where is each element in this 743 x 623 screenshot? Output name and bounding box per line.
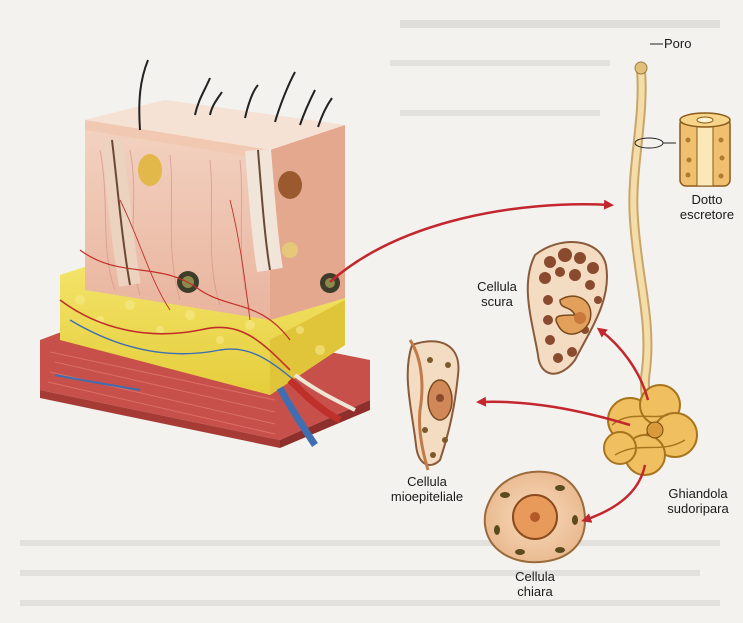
- dark-cell: [528, 242, 607, 374]
- label-scura-line1: Cellula: [462, 279, 532, 294]
- label-dotto-line1: Dotto: [672, 192, 742, 207]
- label-chiara-line1: Cellula: [500, 569, 570, 584]
- arrows: [330, 204, 648, 520]
- label-poro: Poro: [664, 36, 691, 51]
- label-ghiandola-sudoripara: Ghiandola sudoripara: [655, 486, 741, 516]
- label-dotto-escretore: Dotto escretore: [672, 192, 742, 222]
- label-cellula-scura: Cellula scura: [462, 279, 532, 309]
- label-cellula-mioepiteliale: Cellula mioepiteliale: [372, 474, 482, 504]
- label-cellula-chiara: Cellula chiara: [500, 569, 570, 599]
- label-ghiand-line2: sudoripara: [655, 501, 741, 516]
- myoepithelial-cell: [408, 340, 459, 470]
- label-mio-line2: mioepiteliale: [372, 489, 482, 504]
- label-mio-line1: Cellula: [372, 474, 482, 489]
- sweat-duct: [633, 44, 676, 420]
- excretory-duct-detail: [680, 113, 730, 186]
- skin-section-illustration: [40, 60, 370, 448]
- label-chiara-line2: chiara: [500, 584, 570, 599]
- label-ghiand-line1: Ghiandola: [655, 486, 741, 501]
- pore: [635, 62, 647, 74]
- sweat-gland-coil: [604, 385, 697, 475]
- label-dotto-line2: escretore: [672, 207, 742, 222]
- clear-cell: [485, 472, 585, 562]
- label-scura-line2: scura: [462, 294, 532, 309]
